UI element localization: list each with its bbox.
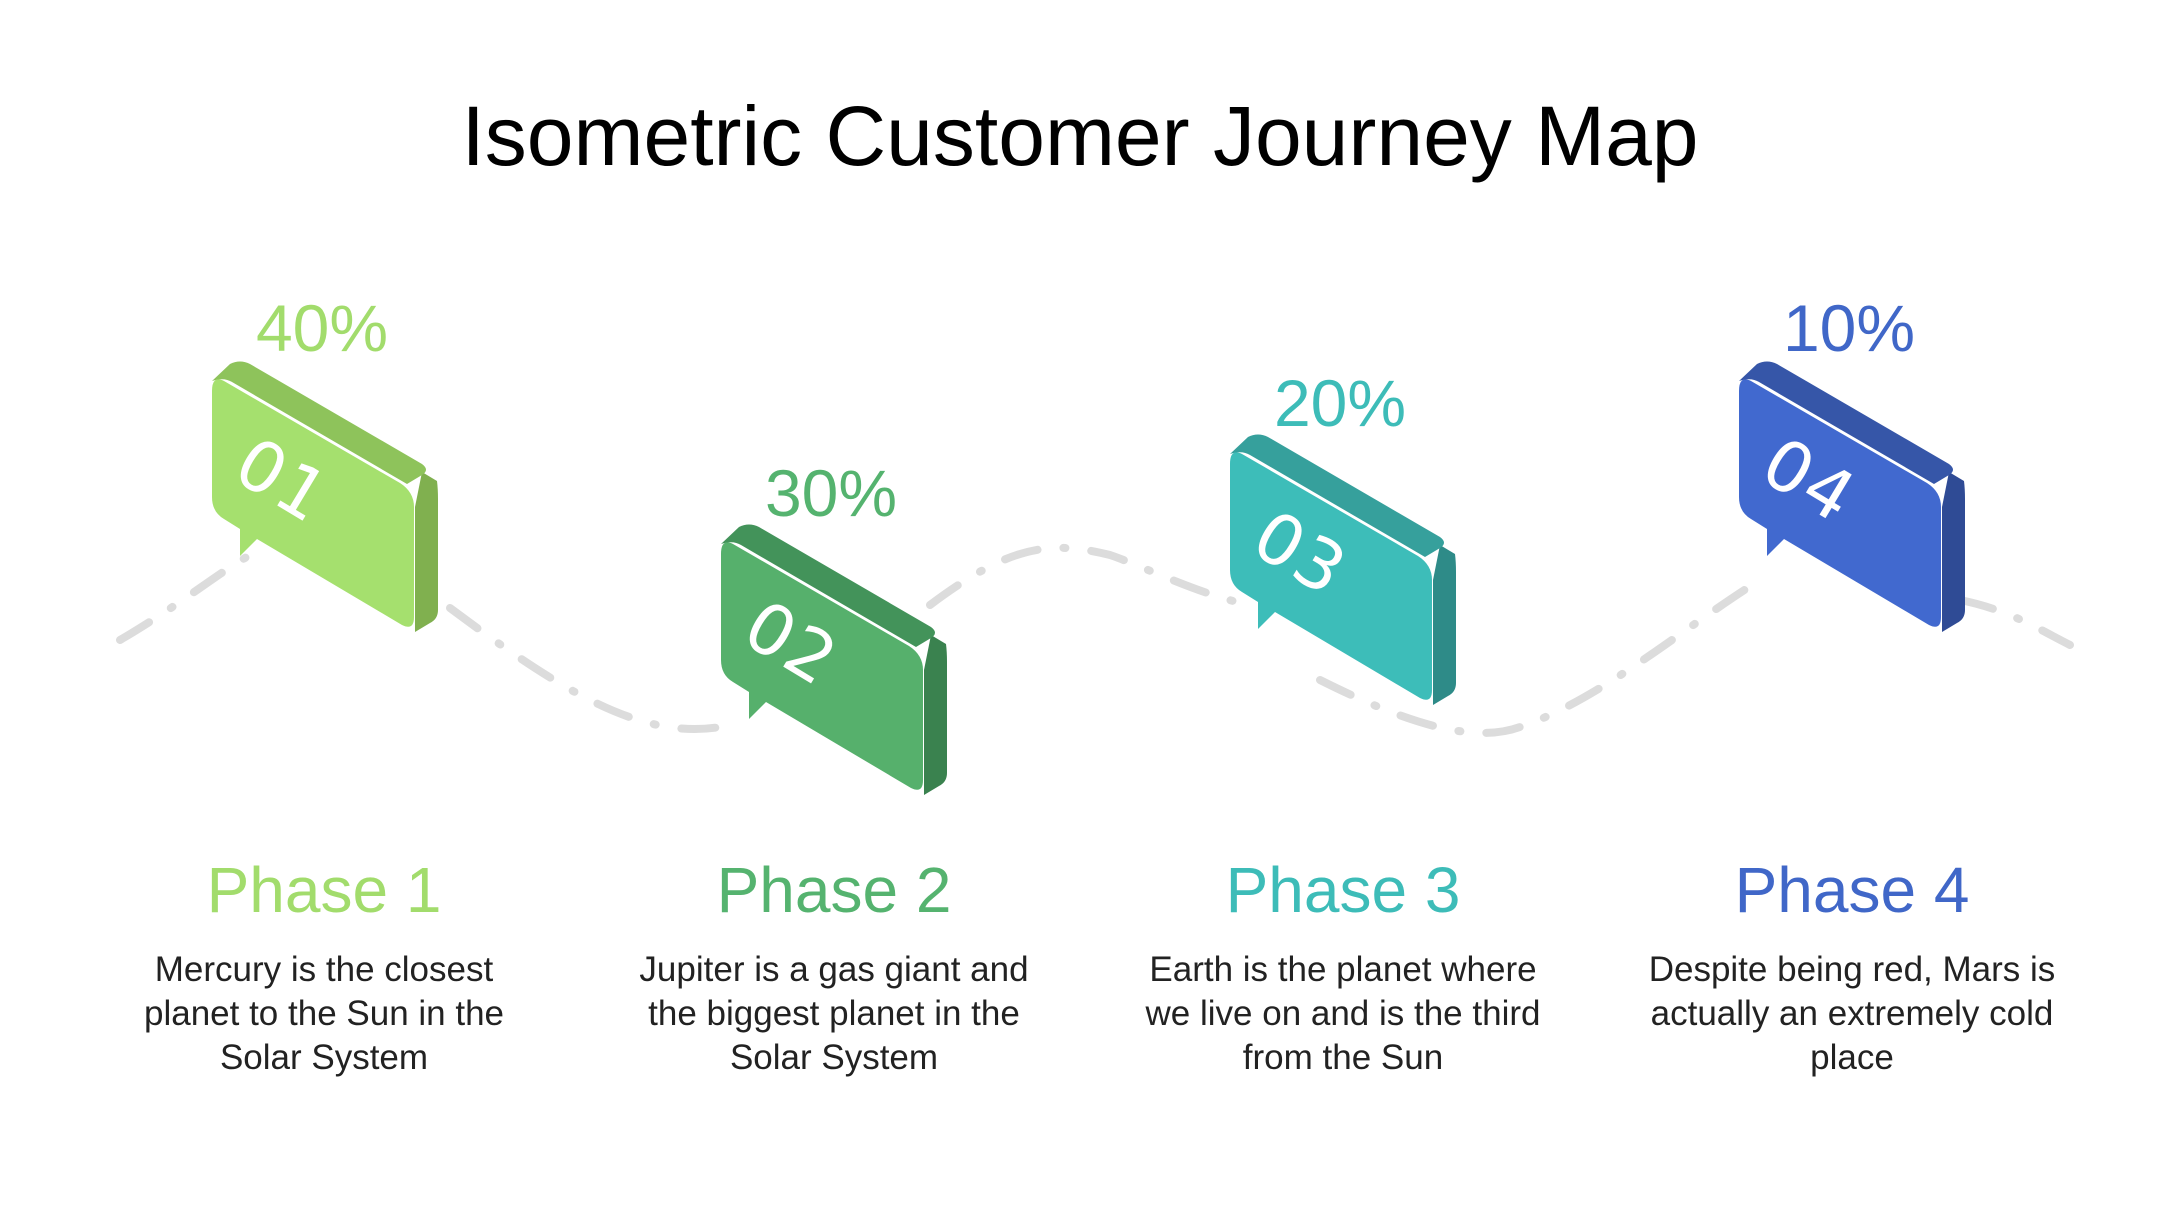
phase-1-bubble: 01 [212, 361, 438, 632]
phase-1-column: Phase 1 Mercury is the closest planet to… [104, 850, 544, 1080]
bubble-front-3 [1230, 452, 1432, 700]
bubble-front-4 [1739, 379, 1941, 627]
phase-1-title: Phase 1 [206, 854, 442, 926]
phase-3-column: Phase 3 Earth is the planet where we liv… [1123, 850, 1563, 1080]
bubble-top-4 [1739, 361, 1953, 484]
phase-2-column: Phase 2 Jupiter is a gas giant and the b… [614, 850, 1054, 1080]
bubble-side-3 [1433, 545, 1456, 705]
phase-2-percent: 30% [764, 456, 898, 530]
page-title: Isometric Customer Journey Map [461, 89, 1699, 183]
phase-4-column: Phase 4 Despite being red, Mars is actua… [1632, 850, 2072, 1080]
bubble-top-1 [212, 361, 426, 484]
phase-3-description: Earth is the planet where we live on and… [1145, 950, 1541, 1077]
phase-1-percent: 40% [255, 291, 389, 365]
journey-path [116, 543, 2074, 737]
bubble-side-1 [415, 472, 438, 632]
phase-2-title: Phase 2 [716, 854, 952, 926]
phase-3-title: Phase 3 [1225, 854, 1461, 926]
phase-4-percent: 10% [1782, 291, 1916, 365]
phase-2-bubble: 02 [721, 524, 947, 795]
phase-2-description: Jupiter is a gas giant and the biggest p… [639, 950, 1029, 1077]
bubble-front-2 [721, 542, 923, 790]
phase-4-title: Phase 4 [1734, 854, 1970, 926]
phase-4-description: Despite being red, Mars is actually an e… [1648, 950, 2056, 1077]
bubble-top-2 [721, 524, 935, 647]
bubble-side-2 [924, 635, 947, 795]
phase-3-percent: 20% [1273, 366, 1407, 440]
phase-3-bubble: 03 [1230, 434, 1456, 705]
bubble-side-4 [1942, 472, 1965, 632]
bubble-top-3 [1230, 434, 1444, 557]
phase-4-bubble: 04 [1739, 361, 1965, 632]
phase-1-description: Mercury is the closest planet to the Sun… [144, 950, 504, 1077]
bubble-front-1 [212, 379, 414, 627]
